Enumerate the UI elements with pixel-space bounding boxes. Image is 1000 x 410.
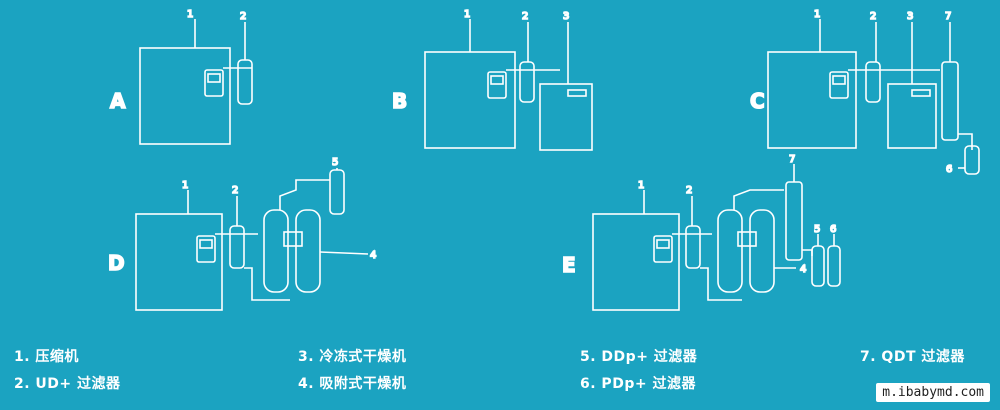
- compressor-c: [767, 51, 857, 149]
- compressor-panel-e: [653, 235, 673, 263]
- compressor-panel-b: [487, 71, 507, 99]
- svg-text:2: 2: [522, 11, 528, 22]
- diagram-letter-d: D: [108, 251, 125, 275]
- compressor-panel-d: [196, 235, 216, 263]
- svg-text:4: 4: [800, 264, 806, 275]
- svg-text:2: 2: [870, 11, 876, 22]
- svg-text:1: 1: [182, 180, 188, 191]
- svg-text:7: 7: [945, 11, 951, 22]
- adsorption-tower-left-e: [717, 209, 743, 293]
- legend-item-1: 1. 压缩机: [14, 349, 79, 365]
- svg-text:5: 5: [332, 157, 338, 168]
- svg-text:4: 4: [370, 250, 376, 261]
- qdt-filter-c: [941, 61, 959, 141]
- diagram-e: E 1 2 7 5 6 4: [561, 153, 841, 311]
- svg-text:2: 2: [232, 185, 238, 196]
- ud-filter-c: [865, 61, 881, 103]
- adsorption-tower-right-e: [749, 209, 775, 293]
- diagram-b: B 1 2 3: [391, 8, 593, 151]
- diagram-letter-a: A: [110, 89, 126, 113]
- svg-text:1: 1: [814, 9, 820, 20]
- svg-text:2: 2: [240, 11, 246, 22]
- adsorption-tower-right-d: [295, 209, 321, 293]
- compressor-panel-c: [829, 71, 849, 99]
- compressor-panel-a: [204, 69, 224, 97]
- watermark: m.ibabymd.com: [876, 383, 990, 402]
- legend-item-7: 7. QDT 过滤器: [860, 349, 965, 365]
- svg-text:3: 3: [563, 11, 569, 22]
- svg-text:1: 1: [464, 9, 470, 20]
- legend-item-5: 5. DDp+ 过滤器: [580, 349, 698, 365]
- ud-filter-e: [685, 225, 701, 269]
- qdt-filter-e: [785, 181, 803, 261]
- legend-item-3: 3. 冷冻式干燥机: [298, 349, 407, 365]
- svg-text:2: 2: [686, 185, 692, 196]
- diagram-c: C 1 2 3 7 6: [749, 8, 980, 176]
- svg-text:5: 5: [814, 224, 820, 235]
- diagram-letter-b: B: [392, 89, 407, 113]
- ddp-filter-e: [811, 245, 825, 287]
- ddp-filter-d: [329, 169, 345, 215]
- legend-item-2: 2. UD+ 过滤器: [14, 376, 121, 392]
- diagram-letter-c: C: [750, 89, 765, 113]
- compressor-b: [424, 51, 516, 149]
- ud-filter-b: [519, 61, 535, 103]
- svg-text:3: 3: [907, 11, 913, 22]
- svg-text:6: 6: [946, 164, 952, 175]
- diagram-d: D 1 2 5 4: [107, 156, 377, 311]
- svg-text:6: 6: [830, 224, 836, 235]
- refrigerant-dryer-b: [539, 83, 593, 151]
- svg-text:1: 1: [638, 180, 644, 191]
- legend-item-6: 6. PDp+ 过滤器: [580, 376, 696, 392]
- legend-item-4: 4. 吸附式干燥机: [298, 376, 407, 392]
- compressor-e: [592, 213, 680, 311]
- ud-filter-d: [229, 225, 245, 269]
- ud-filter-a: [237, 59, 253, 105]
- pdp-filter-c: [964, 145, 980, 175]
- pdp-filter-e: [827, 245, 841, 287]
- svg-text:7: 7: [789, 154, 795, 165]
- diagram-a: A 1 2: [109, 8, 253, 145]
- compressor-a: [139, 47, 231, 145]
- svg-text:1: 1: [187, 9, 193, 20]
- adsorption-tower-left-d: [263, 209, 289, 293]
- compressor-d: [135, 213, 223, 311]
- diagram-letter-e: E: [562, 253, 576, 277]
